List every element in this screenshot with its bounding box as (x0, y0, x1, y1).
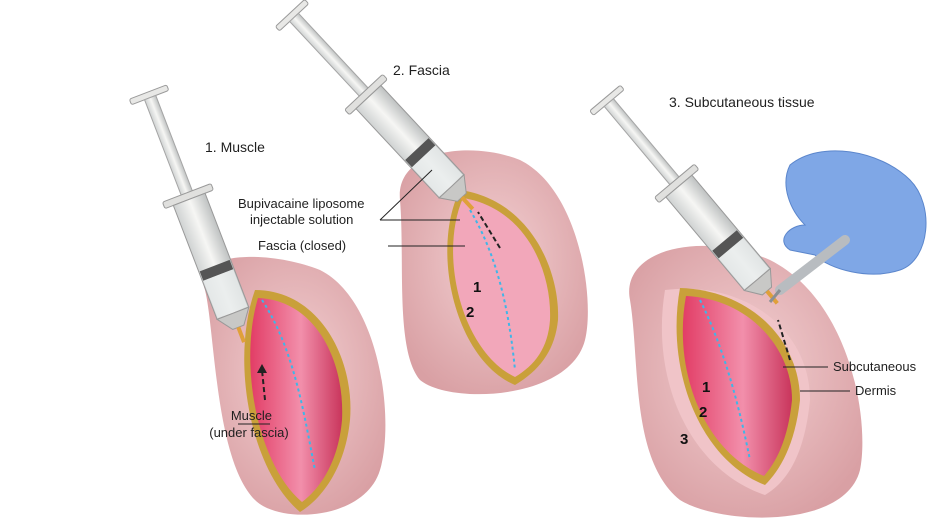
panel-fascia: 2. Fascia 1 2 Bupivacaine liposome injec… (238, 0, 588, 395)
suture-line (261, 299, 316, 471)
label-fascia-closed: Fascia (closed) (258, 238, 346, 253)
injection-arrow (777, 319, 791, 361)
suture-line (699, 299, 751, 461)
injection-arrow (261, 369, 266, 401)
label-drug-line1: Bupivacaine liposome (238, 196, 364, 211)
label-drug-line2: injectable solution (250, 212, 353, 227)
syringe-1 (123, 82, 269, 353)
panel-title-1: 1. Muscle (205, 139, 265, 155)
injection-arrow (477, 211, 501, 249)
panel-title-3: 3. Subcutaneous tissue (669, 94, 815, 110)
label-dermis: Dermis (855, 383, 897, 398)
label-muscle: Muscle (231, 408, 272, 423)
label-under-fascia: (under fascia) (209, 425, 288, 440)
label-subcutaneous: Subcutaneous (833, 359, 917, 374)
syringe-2 (270, 0, 493, 228)
layer-number: 2 (699, 404, 707, 421)
panel-title-2: 2. Fascia (393, 62, 450, 78)
layer-number: 1 (473, 279, 481, 296)
panel-subcutaneous: 3. Subcutaneous tissue 1 2 3 Subcutaneou… (584, 80, 927, 518)
layer-number: 3 (680, 431, 688, 448)
panel-muscle: 1. Muscle Muscle (under fascia) (123, 82, 386, 515)
muscle-tissue (250, 298, 343, 502)
fascia-tissue (453, 198, 551, 377)
muscle-tissue (682, 296, 792, 476)
layer-number: 1 (702, 379, 710, 396)
gloved-hand-icon (768, 150, 927, 303)
suture-line (469, 209, 516, 371)
arrow-head-icon (257, 364, 267, 373)
layer-number: 2 (466, 304, 474, 321)
